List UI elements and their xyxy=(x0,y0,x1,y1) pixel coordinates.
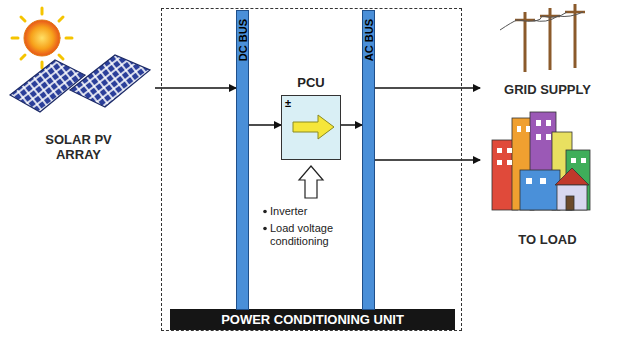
flow-arrow xyxy=(375,159,480,161)
box-title: PCU xyxy=(262,75,360,90)
flow-arrow xyxy=(249,124,281,126)
source-node: SOLAR PV ARRAY xyxy=(2,2,155,165)
bus-label: DC BUS xyxy=(237,19,249,61)
solar-panels xyxy=(10,55,150,112)
bullet-dot xyxy=(263,210,267,214)
flow-arrow xyxy=(155,87,236,89)
flow-arrow xyxy=(375,87,480,89)
bus-bar: DC BUS xyxy=(236,10,249,310)
bus-bar: AC BUS xyxy=(362,10,375,310)
note-label: Load voltage conditioning xyxy=(270,222,358,248)
bullet-dot xyxy=(263,227,267,231)
bus-label: AC BUS xyxy=(363,19,375,61)
node-caption: SOLAR PV ARRAY xyxy=(29,132,129,163)
node-caption: TO LOAD xyxy=(518,232,576,248)
unit-region: POWER CONDITIONING UNITDC BUS±PCUAC BUS xyxy=(161,8,462,331)
flow-arrow xyxy=(293,115,334,139)
flow-arrow xyxy=(341,124,362,126)
node-caption: GRID SUPPLY xyxy=(504,82,591,98)
note-label: Inverter xyxy=(270,205,307,218)
load-node: TO LOAD xyxy=(480,105,615,250)
power-pole xyxy=(500,4,585,72)
hollow-arrow xyxy=(299,166,323,198)
sun-icon xyxy=(12,8,72,68)
grid-node: GRID SUPPLY xyxy=(480,2,615,100)
buildings-icon xyxy=(492,112,590,210)
banner-title: POWER CONDITIONING UNIT xyxy=(170,309,455,330)
process-box: ±PCU xyxy=(281,95,341,160)
polarity-sign: ± xyxy=(285,97,291,109)
pcu-fill xyxy=(281,95,341,160)
